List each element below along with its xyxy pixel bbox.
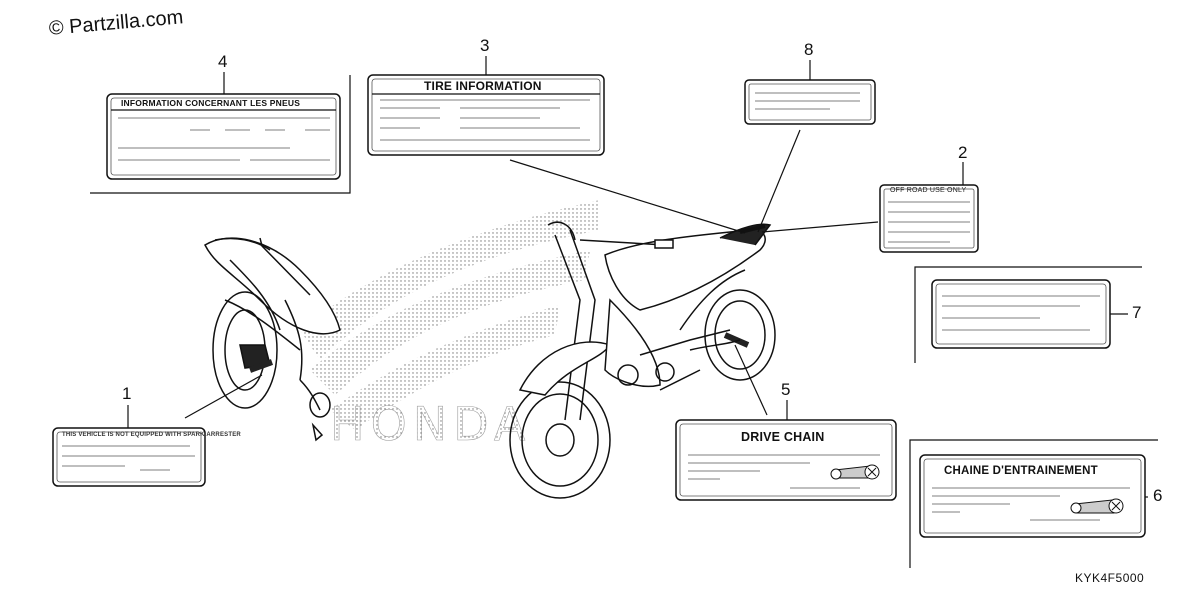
label-4-information-pneus [106,93,341,180]
diagram-code: KYK4F5000 [1075,571,1145,585]
drive-chain-icon [1070,498,1124,514]
label-3-header: TIRE INFORMATION [424,79,542,93]
label-7 [931,279,1111,349]
callout-8: 8 [804,40,814,59]
label-1-header: THIS VEHICLE IS NOT EQUIPPED WITH SPARK … [62,432,241,438]
honda-wordmark: HONDA [330,397,531,451]
label-7-bracket [914,266,1142,363]
callout-2: 2 [958,143,968,162]
label-5-drive-chain [675,419,897,501]
label-4-header: INFORMATION CONCERNANT LES PNEUS [121,98,301,108]
label-6-bracket [909,439,1158,568]
leader-lines [127,56,1148,498]
label-4-bracket [90,75,351,194]
callout-7: 7 [1132,303,1142,322]
label-6-chaine-entrainement [919,454,1146,538]
label-6-header: CHAINE D'ENTRAINEMENT [944,465,1098,477]
label-3-tire-information [367,74,605,156]
callout-6: 6 [1153,486,1163,505]
drive-chain-icon [830,464,880,480]
callout-3: 3 [480,36,490,55]
label-8 [744,79,876,125]
label-1-spark-arrester [52,427,206,487]
label-2-header: OFF ROAD USE ONLY [890,187,967,194]
motorcycle-left-view [204,237,341,442]
motorcycle-right-view [509,221,776,499]
honda-wing-logo: HONDA [300,200,600,451]
callout-1: 1 [122,384,132,403]
label-5-header: DRIVE CHAIN [741,430,825,444]
callout-4: 4 [218,52,228,71]
callout-5: 5 [781,380,791,399]
label-2-off-road-use-only [879,184,979,253]
